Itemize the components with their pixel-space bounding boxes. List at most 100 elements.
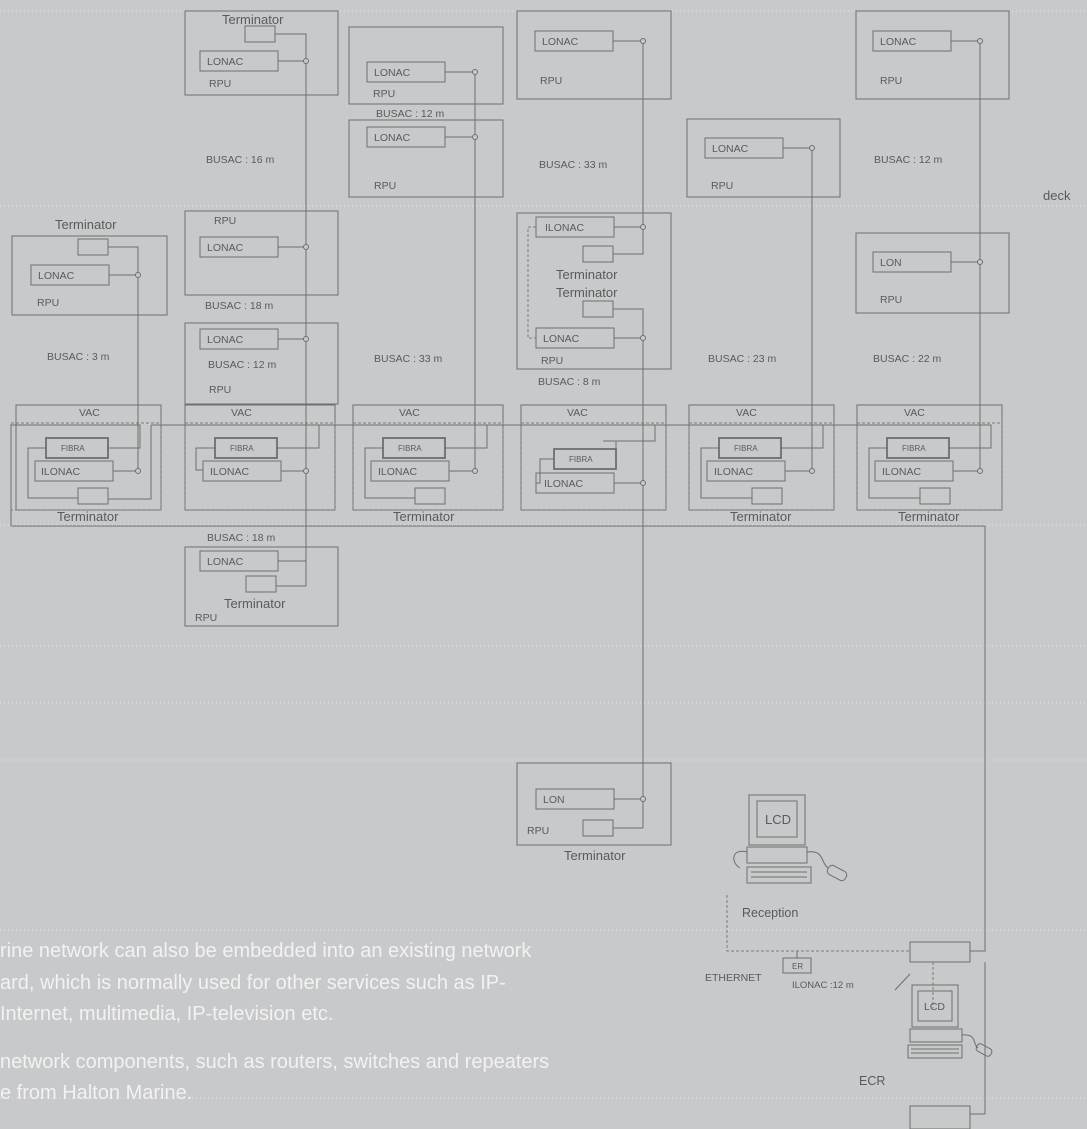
- network-switch: [909, 1105, 971, 1129]
- busac-label: BUSAC : 18 m: [205, 300, 274, 312]
- lon-label: LON: [543, 794, 565, 806]
- ilonac-label: ILONAC: [210, 466, 250, 478]
- terminator-block: [77, 238, 109, 256]
- busac-label: BUSAC : 8 m: [538, 376, 601, 388]
- ilonac-link-label: ILONAC :12 m: [792, 980, 854, 991]
- network-switch: [909, 941, 971, 963]
- rpu-box: [11, 235, 168, 316]
- reception-label: Reception: [742, 906, 798, 920]
- vac-label: VAC: [567, 407, 588, 419]
- vac-label: VAC: [79, 407, 100, 419]
- ilonac-label: ILONAC: [41, 466, 81, 478]
- fibra-label: FIBRA: [61, 444, 85, 453]
- busac-label: BUSAC : 23 m: [708, 353, 777, 365]
- terminator-label: Terminator: [556, 267, 618, 282]
- rpu-box: [516, 762, 672, 846]
- terminator-block: [582, 245, 614, 263]
- pc-case: [746, 846, 808, 864]
- fibra-label: FIBRA: [398, 444, 422, 453]
- lcd-screen: [756, 800, 798, 838]
- lonac-label: LONAC: [207, 242, 244, 254]
- reception-workstation: LCD: [733, 794, 848, 884]
- monitor: [911, 984, 959, 1028]
- terminator-block: [414, 487, 446, 505]
- rpu-label: RPU: [195, 612, 217, 624]
- terminator-block: [77, 487, 109, 505]
- rpu-box: [348, 26, 504, 105]
- busac-label: BUSAC : 18 m: [207, 532, 276, 544]
- monitor: [748, 794, 806, 846]
- lcd-screen: [917, 990, 953, 1022]
- rpu-label: RPU: [209, 78, 231, 90]
- body-line: e from Halton Marine.: [0, 1082, 193, 1104]
- busac-label: BUSAC : 12 m: [208, 359, 277, 371]
- vac-row: VAC FIBRA ILONAC Terminator VAC FIBRA IL…: [10, 404, 1003, 524]
- ilonac-label: ILONAC: [544, 478, 584, 490]
- rpu-box: [516, 212, 672, 370]
- ethernet-label: ETHERNET: [705, 972, 762, 984]
- lonac-label: LONAC: [712, 143, 749, 155]
- terminator-label: Terminator: [224, 596, 286, 611]
- vac-box: [520, 404, 667, 511]
- lonac-label: LONAC: [880, 36, 917, 48]
- lonac-label: LONAC: [543, 333, 580, 345]
- terminator-label: Terminator: [556, 285, 618, 300]
- body-line: network components, such as routers, swi…: [0, 1050, 550, 1073]
- pc-case: [909, 1028, 963, 1043]
- fibra-label: FIBRA: [230, 444, 254, 453]
- fibra-label: FIBRA: [734, 444, 758, 453]
- deck-label: deck: [1043, 188, 1071, 203]
- rpu-box: [184, 210, 339, 296]
- rpu-label: RPU: [214, 215, 236, 227]
- terminator-label: Terminator: [55, 217, 117, 232]
- lonac-label: LONAC: [374, 132, 411, 144]
- rpu-label: RPU: [711, 180, 733, 192]
- rpu-box: [855, 10, 1010, 100]
- vac-label: VAC: [904, 407, 925, 419]
- body-line: ard, which is normally used for other se…: [0, 971, 506, 994]
- ecr-workstation: LCD: [907, 984, 993, 1059]
- terminator-label: Terminator: [393, 509, 455, 524]
- terminator-block: [245, 575, 277, 593]
- ilonac-label: ILONAC: [882, 466, 922, 478]
- body-paragraph: rine network can also be embedded into a…: [0, 936, 690, 1110]
- terminator-label: Terminator: [222, 12, 284, 27]
- vac-label: VAC: [736, 407, 757, 419]
- lon-label: LON: [880, 257, 902, 269]
- vac-box: [856, 404, 1003, 511]
- terminator-label: Terminator: [57, 509, 119, 524]
- deck-lines: [0, 10, 1087, 1099]
- terminator-block: [244, 25, 276, 43]
- rpu-label: RPU: [541, 355, 563, 367]
- rpu-label: RPU: [880, 75, 902, 87]
- vac-label: VAC: [399, 407, 420, 419]
- lcd-label: LCD: [765, 812, 791, 827]
- rpu-box: [686, 118, 841, 198]
- fibra-label: FIBRA: [902, 444, 926, 453]
- busac-label: BUSAC : 3 m: [47, 351, 110, 363]
- rpu-label: RPU: [373, 88, 395, 100]
- ilonac-label: ILONAC: [714, 466, 754, 478]
- busac-label: BUSAC : 22 m: [873, 353, 942, 365]
- busac-label: BUSAC : 12 m: [874, 154, 943, 166]
- rpu-box: [855, 232, 1010, 314]
- terminator-label: Terminator: [730, 509, 792, 524]
- rpu-box: [184, 546, 339, 627]
- lonac-label: LONAC: [38, 270, 75, 282]
- ecr-label: ECR: [859, 1074, 885, 1088]
- vac-box: [688, 404, 835, 511]
- ilonac-label: ILONAC: [545, 222, 585, 234]
- terminator-block: [582, 300, 614, 318]
- terminator-block: [919, 487, 951, 505]
- keyboard: [746, 866, 812, 884]
- terminator-label: Terminator: [898, 509, 960, 524]
- rpu-box: [516, 10, 672, 100]
- busac-label: BUSAC : 33 m: [374, 353, 443, 365]
- busac-label: BUSAC : 33 m: [539, 159, 608, 171]
- rpu-box: [348, 119, 504, 198]
- lcd-label: LCD: [924, 1001, 945, 1013]
- terminator-block: [751, 487, 783, 505]
- vac-box: [15, 404, 162, 511]
- terminator-label: Terminator: [564, 848, 626, 863]
